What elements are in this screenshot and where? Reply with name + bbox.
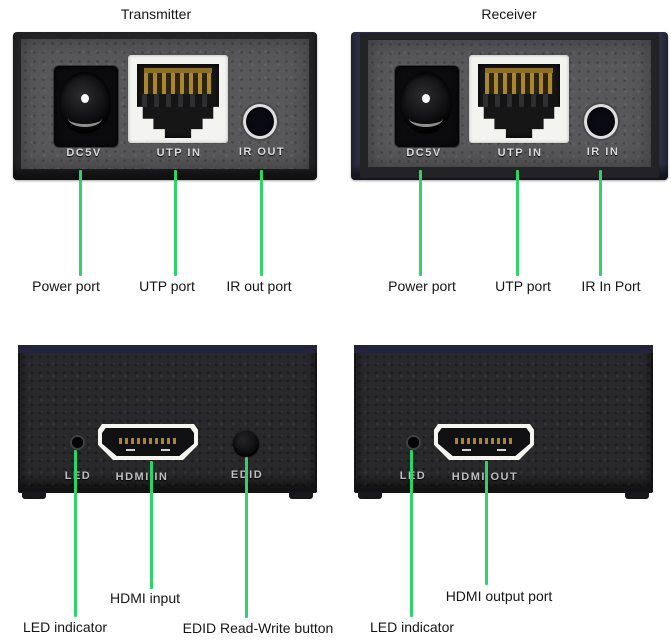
receiver-led-label: LED [399, 470, 427, 482]
transmitter-power-port-line [79, 170, 82, 276]
receiver-front-top-edge [354, 345, 653, 353]
receiver-utp-in-label: UTP IN [497, 147, 543, 159]
receiver-front-panel [354, 345, 653, 499]
transmitter-hdmi-input-line [150, 461, 153, 589]
receiver-utp-port-line [516, 170, 519, 276]
transmitter-ir-out-label: IR OUT [238, 146, 286, 158]
transmitter-front-panel [18, 345, 317, 499]
dc-jack-hole [400, 72, 452, 134]
transmitter-dc-power-jack [53, 65, 119, 148]
hdmi-opening [102, 428, 194, 456]
transmitter-utp-rj45-port [128, 55, 228, 143]
receiver-ir-in-jack [584, 104, 618, 139]
hdmi-gold-pins [119, 438, 177, 445]
hdmi-gold-pins [455, 438, 513, 445]
rj45-ridges [482, 93, 556, 107]
transmitter-led-indicator [72, 437, 83, 448]
hdmi-contact-mark [161, 449, 171, 451]
transmitter-utp-in-label: UTP IN [156, 147, 202, 159]
receiver-led-line [410, 450, 413, 617]
receiver-hdmi-output-line [485, 461, 488, 585]
receiver-utp-port-callout: UTP port [495, 278, 551, 294]
receiver-led-indicator-callout: LED indicator [369, 619, 455, 635]
transmitter-utp-port-callout: UTP port [139, 278, 195, 294]
transmitter-dc5v-label: DC5V [66, 147, 102, 159]
receiver-hdmi-out-port [434, 424, 534, 460]
transmitter-led-label: LED [64, 470, 92, 482]
receiver-front-faceplate [356, 353, 651, 490]
transmitter-title: Transmitter [120, 6, 192, 22]
receiver-hdmi-out-label: HDMI OUT [451, 471, 519, 483]
rj45-jack-opening [478, 64, 560, 138]
dc-jack-center-pin [422, 94, 430, 103]
rj45-gold-pins [485, 67, 553, 97]
transmitter-front-faceplate [20, 353, 315, 490]
transmitter-ir-out-line [260, 170, 263, 276]
hdmi-contact-mark [497, 449, 507, 451]
rj45-jack-opening [137, 64, 219, 138]
hdmi-opening [438, 428, 530, 456]
panel-foot [289, 492, 313, 499]
receiver-power-port-line [419, 170, 422, 276]
receiver-dc-power-jack [394, 65, 460, 148]
receiver-hdmi-output-callout: HDMI output port [445, 588, 553, 604]
rj45-ridges [141, 93, 215, 107]
hdmi-contact-mark [125, 449, 135, 451]
transmitter-hdmi-in-port [98, 424, 198, 460]
transmitter-hdmi-in-label: HDMI IN [115, 471, 169, 483]
receiver-utp-rj45-port [469, 55, 569, 143]
transmitter-utp-port-line [174, 170, 177, 276]
panel-foot [625, 492, 649, 499]
panel-foot [358, 492, 382, 499]
transmitter-edid-line [245, 457, 248, 618]
receiver-ir-in-port-callout: IR In Port [581, 278, 641, 294]
transmitter-edid-button-callout: EDID Read-Write button [182, 620, 334, 636]
hdmi-contact-mark [461, 449, 471, 451]
panel-foot [22, 492, 46, 499]
transmitter-ir-out-jack [243, 104, 277, 139]
dc-jack-hole [59, 72, 111, 134]
transmitter-power-port-callout: Power port [32, 278, 100, 294]
receiver-dc5v-label: DC5V [406, 147, 442, 159]
transmitter-ir-out-port-callout: IR out port [226, 278, 292, 294]
receiver-power-port-callout: Power port [388, 278, 456, 294]
transmitter-front-top-edge [18, 345, 317, 353]
dc-jack-reflection [68, 110, 102, 127]
edid-button [233, 431, 259, 457]
receiver-ir-in-label: IR IN [586, 146, 620, 158]
rj45-gold-pins [144, 67, 212, 97]
receiver-led-indicator [408, 437, 419, 448]
dc-jack-reflection [409, 110, 443, 127]
receiver-ir-in-line [599, 170, 602, 276]
transmitter-led-line [74, 450, 77, 617]
dc-jack-center-pin [81, 94, 89, 103]
transmitter-led-indicator-callout: LED indicator [22, 619, 108, 635]
receiver-title: Receiver [481, 6, 537, 22]
transmitter-hdmi-input-callout: HDMI input [109, 590, 181, 606]
